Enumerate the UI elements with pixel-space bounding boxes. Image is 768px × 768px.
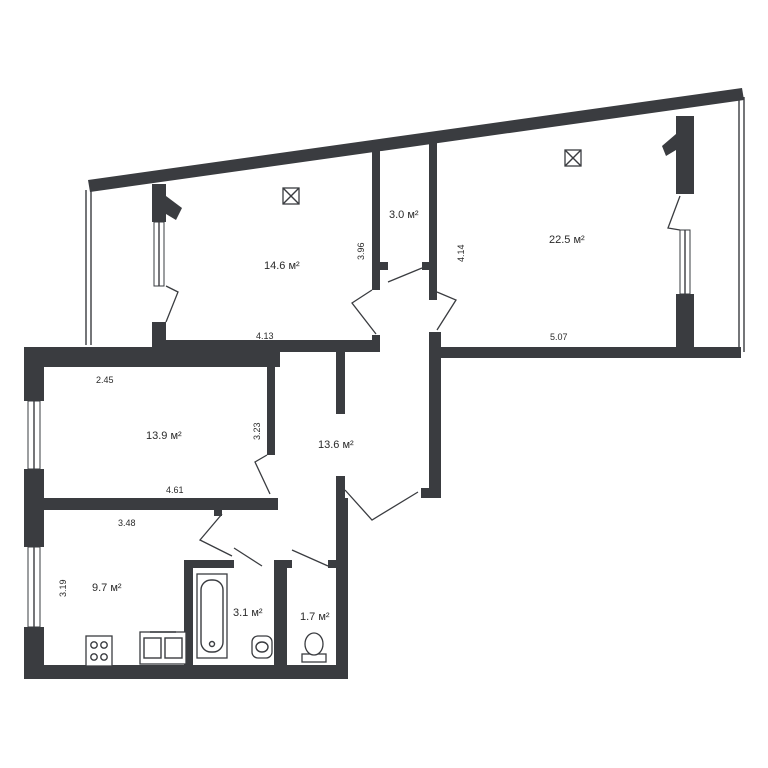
wall-bath-left	[184, 560, 193, 670]
wall-room3-bottom	[429, 347, 741, 358]
wall-room3-right-bottom	[676, 294, 694, 352]
wall-room4-right	[267, 355, 275, 455]
wall-room1-corner	[166, 196, 182, 220]
wall-room4-top-mid	[152, 347, 280, 367]
dim-room4-width: 4.61	[166, 485, 184, 495]
dim-room4-top: 2.45	[96, 375, 114, 385]
dim-room1-height: 3.96	[356, 242, 366, 260]
door-room4	[254, 454, 271, 495]
dim-room3-height: 4.14	[456, 244, 466, 262]
room-3-area: 22.5 м²	[549, 234, 585, 246]
wall-room1-right	[372, 150, 380, 290]
wall-room4-top	[24, 347, 172, 367]
wall-bath-top	[184, 560, 234, 568]
hall-area: 13.6 м²	[318, 439, 354, 451]
door-room1	[351, 289, 377, 335]
door-kitchen	[198, 513, 233, 557]
door-room3	[436, 291, 457, 331]
exterior-wall-top	[88, 88, 744, 192]
room-4-area: 13.9 м²	[146, 430, 182, 442]
dim-kitchen-height: 3.19	[58, 579, 68, 597]
wall-wc-top-stub	[274, 560, 292, 568]
entrance-door	[344, 489, 419, 521]
sink-icon	[139, 631, 187, 665]
bathtub-icon	[196, 573, 228, 659]
wall-hall-stub	[336, 352, 345, 414]
wall-bottom-exterior	[24, 665, 348, 679]
wall-right-exterior	[336, 560, 348, 679]
wall-hall-lower	[336, 498, 348, 564]
door-wc	[291, 549, 329, 567]
wall-room3-right-top	[676, 116, 694, 194]
room-1-area: 14.6 м²	[264, 260, 300, 272]
wall-room3-corner	[662, 134, 676, 156]
wc-area: 1.7 м²	[300, 611, 330, 623]
bath-area: 3.1 м²	[233, 607, 263, 619]
wall-room3-left-lower	[429, 332, 441, 492]
wall-room1-left-top	[152, 184, 166, 222]
stove-icon	[85, 635, 113, 667]
wall-wc-top-right	[328, 560, 338, 568]
wall-room3-left-stub	[429, 290, 437, 300]
door-room2	[387, 267, 423, 283]
dim-room1-width: 4.13	[256, 331, 274, 341]
wall-room2-door-jamb-left	[380, 262, 388, 270]
ventilation-icon	[564, 149, 582, 167]
wall-room2-door-jamb-right	[422, 262, 430, 270]
dim-room3-width: 5.07	[550, 332, 568, 342]
kitchen-area: 9.7 м²	[92, 582, 122, 594]
washbasin-icon	[251, 635, 273, 659]
wall-kitchen-door-jamb	[214, 510, 222, 516]
wall-room4-bottom	[40, 498, 278, 510]
wall-hall-entry-jamb	[336, 476, 345, 498]
balcony-door-room3	[667, 195, 681, 231]
wall-bath-right	[274, 560, 287, 670]
toilet-icon	[301, 632, 327, 663]
room-2-area: 3.0 м²	[389, 209, 419, 221]
dim-room4-height: 3.23	[252, 422, 262, 440]
wall-room2-right	[429, 143, 437, 291]
wall-left-exterior-3	[24, 627, 44, 677]
door-bath	[233, 547, 263, 567]
wall-left-exterior-2	[24, 469, 44, 547]
balcony-door-room1	[165, 285, 179, 323]
wall-room1-right-stub	[372, 335, 380, 352]
wall-hall-right-low	[421, 488, 441, 498]
wall-left-exterior-1	[24, 347, 44, 401]
ventilation-icon	[282, 187, 300, 205]
dim-kitchen-width: 3.48	[118, 518, 136, 528]
